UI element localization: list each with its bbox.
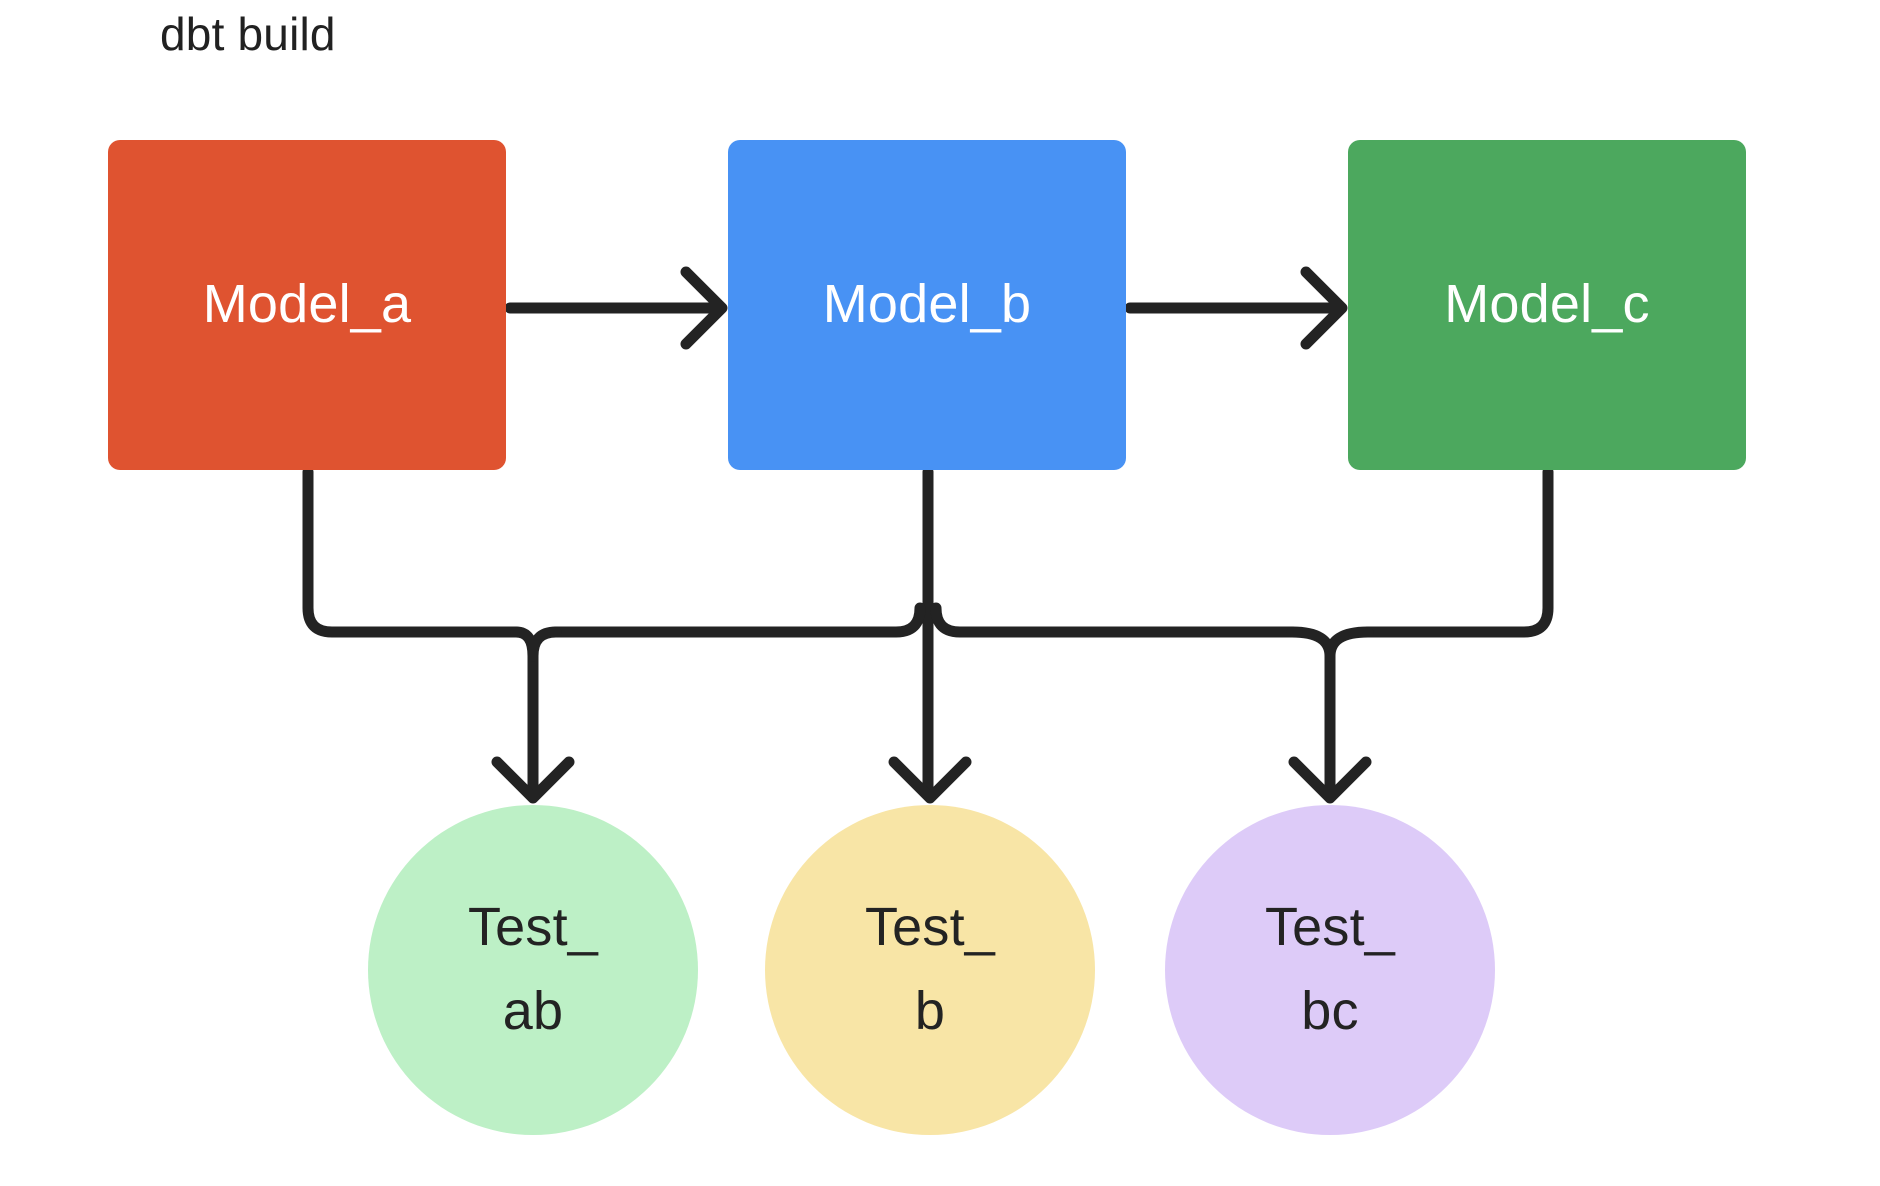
- node-model-b-label: Model_b: [822, 274, 1032, 335]
- node-test-ab-label: Test_ab: [467, 897, 599, 1041]
- edge-bus-to-test-ab-right: [527, 626, 562, 662]
- edge-model-c-to-bus: [1362, 466, 1554, 638]
- arrowhead-test-bc: [1288, 756, 1372, 804]
- node-test-ab[interactable]: Test_ab: [368, 805, 698, 1135]
- node-model-a[interactable]: Model_a: [108, 140, 506, 470]
- node-model-c[interactable]: Model_c: [1348, 140, 1746, 470]
- node-model-a-label: Model_a: [202, 274, 412, 335]
- edge-bus-to-test-bc: [1286, 626, 1336, 794]
- arrowhead-model-c: [1300, 266, 1348, 350]
- arrowhead-test-ab: [491, 756, 575, 804]
- edge-bus-to-test-ab: [510, 626, 539, 794]
- node-model-c-label: Model_c: [1444, 274, 1650, 335]
- node-test-b[interactable]: Test_b: [765, 805, 1095, 1135]
- edge-model-a-to-bus: [302, 466, 522, 638]
- node-test-bc-label: Test_bc: [1264, 897, 1396, 1041]
- bus-right-segment: [930, 602, 1298, 638]
- bus-left-segment: [550, 602, 926, 638]
- node-test-b-label: Test_b: [864, 897, 996, 1041]
- edge-bus-to-test-bc-right: [1324, 626, 1374, 662]
- node-model-b[interactable]: Model_b: [728, 140, 1126, 470]
- node-test-bc[interactable]: Test_bc: [1165, 805, 1495, 1135]
- arrowhead-model-b: [680, 266, 728, 350]
- arrowhead-test-b: [888, 756, 972, 804]
- diagram-title: dbt build: [160, 8, 336, 60]
